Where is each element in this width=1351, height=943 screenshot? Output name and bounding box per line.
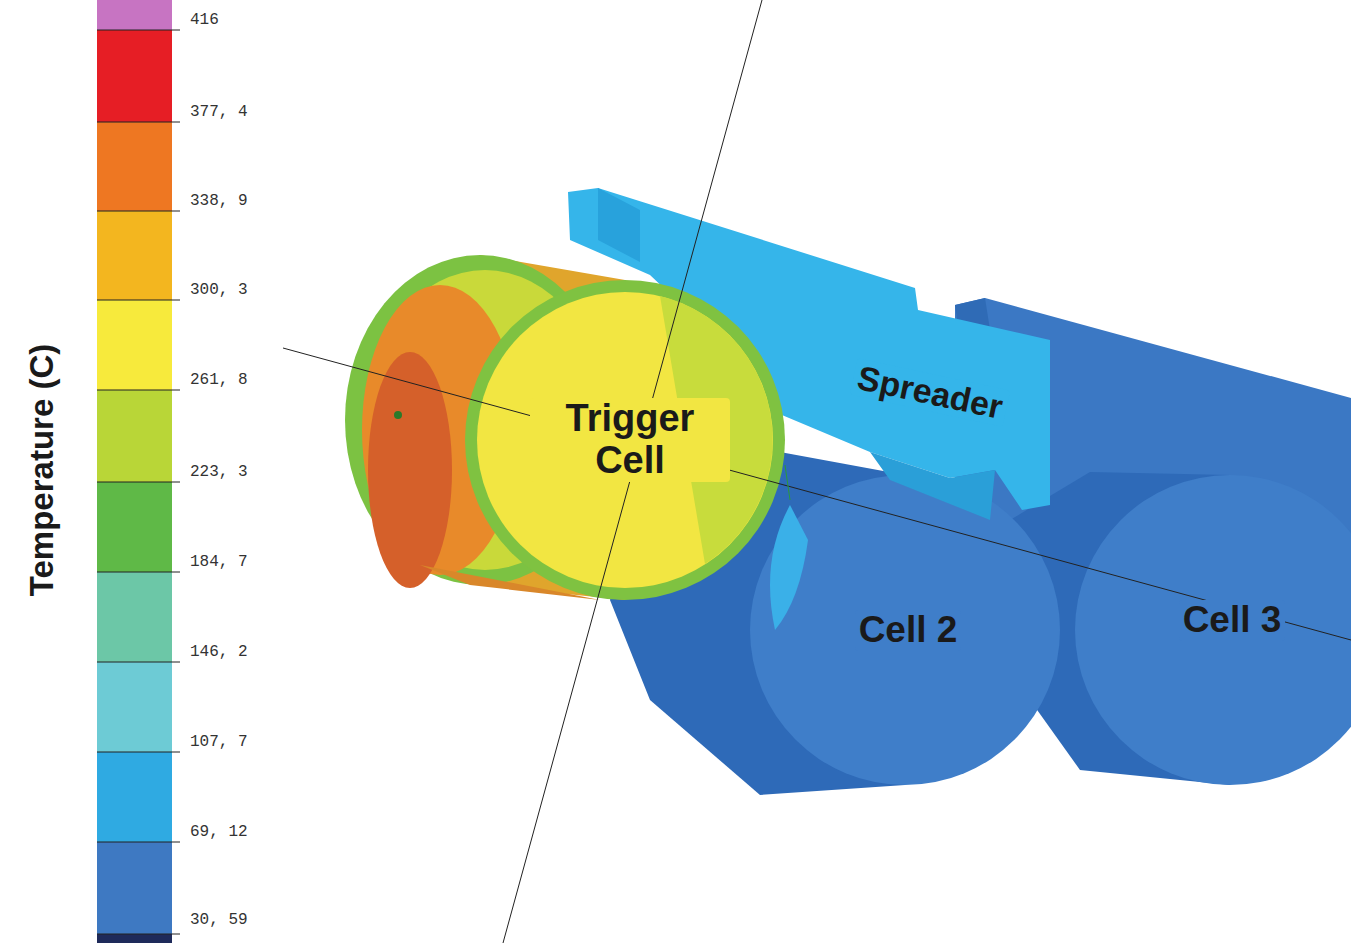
- scale-value: 30, 59: [190, 911, 248, 929]
- scale-value: 107, 7: [190, 733, 248, 751]
- scale-value: 300, 3: [190, 281, 248, 299]
- color-bar: [97, 0, 180, 943]
- cell-node: Trigger Cell: [530, 398, 730, 482]
- scale-value: 146, 2: [190, 643, 248, 661]
- scale-value: 69, 12: [190, 823, 248, 841]
- scale-value: 261, 8: [190, 371, 248, 389]
- scale-value: 416: [190, 11, 219, 29]
- scale-value: 338, 9: [190, 192, 248, 210]
- axis-title: Temperature (C): [23, 344, 61, 596]
- scale-value: 223, 3: [190, 463, 248, 481]
- cell-node: Cell 2: [808, 609, 1008, 651]
- scale-value: 184, 7: [190, 553, 248, 571]
- cell-label: Trigger Cell: [530, 398, 730, 482]
- cell-label: Cell 3: [1179, 600, 1286, 641]
- scale-value: 377, 4: [190, 103, 248, 121]
- cell-node: Cell 3: [1132, 599, 1332, 641]
- cell-label: Cell 2: [855, 610, 962, 651]
